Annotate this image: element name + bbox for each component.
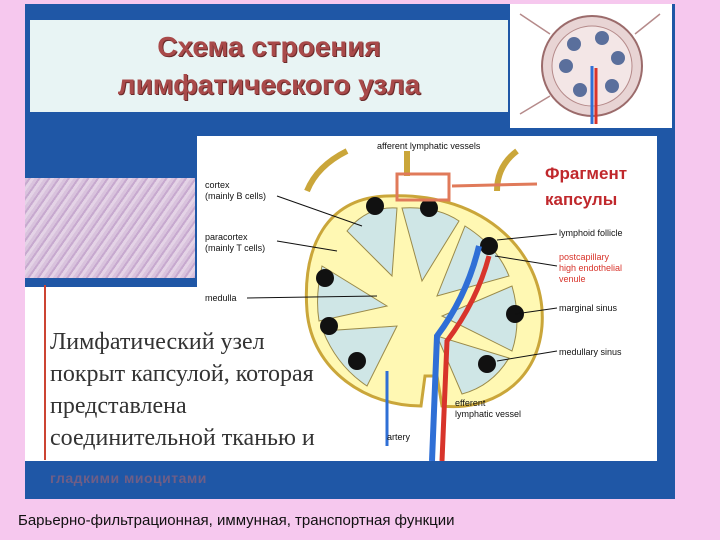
body-line-2: покрыт капсулой, которая [50,361,314,387]
title-line-1: Схема строения [157,31,381,62]
thumbnail-illustration [519,13,661,124]
footer-caption: Барьерно-фильтрационная, иммунная, транс… [18,512,455,529]
title-line-2: лимфатического узла [117,69,421,100]
body-line-1: Лимфатический узел [50,329,265,355]
label-venule: postcapillary high endothelial venule [559,252,623,284]
body-text: Лимфатический узел покрыт капсулой, кото… [50,326,380,454]
muted-text: гладкими миоцитами [50,470,207,486]
label-medullary-sinus: medullary sinus [559,347,622,357]
body-line-3: представлена [50,393,187,419]
page-title: Схема строения лимфатического узла [30,28,508,104]
label-marginal-sinus: marginal sinus [559,303,618,313]
label-fragment-capsule: Фрагмент капсулы [545,164,628,209]
tissue-texture [25,178,195,278]
body-line-4: соединительной тканью и [50,425,315,451]
thumbnail-lymph-node [510,4,672,128]
label-lymphoid-follicle: lymphoid follicle [559,228,623,238]
vertical-arrow [44,285,46,460]
label-artery: artery [387,432,411,442]
label-afferent: afferent lymphatic vessels [377,141,481,151]
caption-band [25,461,675,499]
title-box: Схема строения лимфатического узла [30,20,508,112]
label-medulla: medulla [205,293,237,303]
label-cortex: cortex (mainly B cells) [205,180,267,201]
lymph-node-diagram: afferent lymphatic vessels Фрагмент капс… [197,136,657,462]
lymph-node-svg [246,148,558,462]
text-panel [25,287,197,461]
label-paracortex: paracortex (mainly T cells) [205,232,266,253]
label-efferent-vessel: efferent lymphatic vessel [455,398,522,419]
